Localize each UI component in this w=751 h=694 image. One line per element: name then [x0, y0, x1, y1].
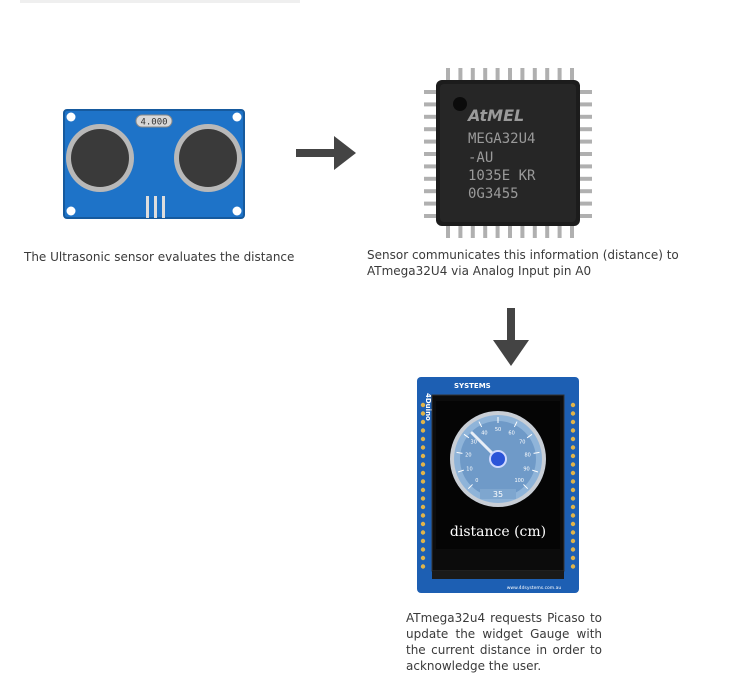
caption-display: ATmega32u4 requests Picaso to update the…	[406, 611, 602, 673]
gauge-tick-label: 90	[523, 466, 529, 472]
gauge-tick-mark	[457, 469, 464, 473]
screen-label: distance (cm)	[450, 524, 546, 540]
gauge-tick-label: 30	[471, 439, 477, 445]
gauge-tick-mark	[478, 421, 483, 428]
chip-line-1: MEGA32U4	[468, 131, 535, 147]
gauge-tick-label: 70	[519, 439, 525, 445]
chip-line-4: 0G3455	[468, 186, 519, 202]
ultrasonic-sensor-image: 4.000	[63, 109, 245, 219]
gauge-tick-label: 80	[524, 452, 530, 458]
caption-chip: Sensor communicates this information (di…	[367, 248, 679, 278]
gauge-tick-label: 100	[514, 478, 524, 484]
caption-sensor: The Ultrasonic sensor evaluates the dist…	[24, 250, 295, 264]
gauge-value: 35	[493, 490, 503, 499]
gauge-tick-label: 50	[495, 427, 501, 433]
arrow-down-icon	[493, 308, 529, 366]
gauge-tick-mark	[533, 451, 540, 454]
gauge-tick-label: 10	[466, 466, 472, 472]
gauge-tick-mark	[463, 433, 470, 439]
top-border	[20, 0, 300, 3]
board-footer: www.4dsystems.com.au	[507, 585, 562, 591]
arrow-right-icon	[296, 136, 356, 170]
chip-line-2: -AU	[468, 150, 493, 166]
board-side-label: 4Duino	[424, 393, 432, 421]
gauge-tick-mark	[526, 433, 533, 439]
chip-brand: AtMEL	[466, 106, 524, 125]
atmega-chip-image: AtMEL MEGA32U4 -AU 1035E KR 0G3455	[424, 68, 592, 238]
chip-line-3: 1035E KR	[468, 168, 536, 184]
sensor-label: 4.000	[140, 118, 167, 128]
gauge-tick-mark	[523, 484, 529, 490]
gauge-tick-label: 0	[475, 478, 478, 484]
gauge-tick-mark	[513, 421, 518, 428]
gauge-tick-mark	[532, 469, 539, 473]
display-board-image: SYSTEMS 4Duino 010 20 30 40 50 60 70 80 90 100 35…	[417, 377, 579, 593]
gauge-tick-label: 40	[481, 430, 487, 436]
gauge-tick-label: 20	[465, 452, 471, 458]
board-brand: SYSTEMS	[454, 382, 491, 390]
gauge-tick-label: 60	[508, 430, 514, 436]
gauge-tick-mark	[467, 484, 473, 490]
gauge-tick-mark	[456, 451, 463, 454]
